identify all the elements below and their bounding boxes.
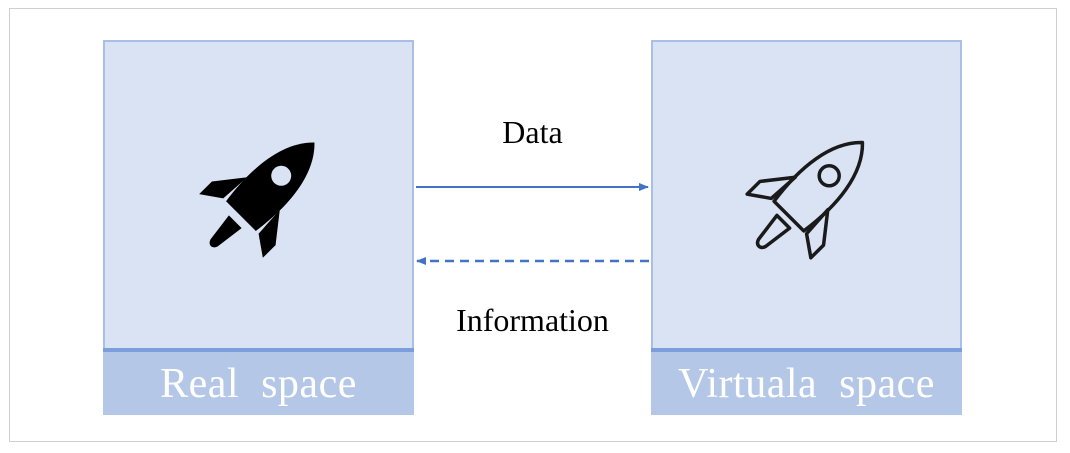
virtual-space-divider (651, 348, 962, 352)
rocket-outline-icon (723, 112, 893, 282)
virtual-space-label: Virtuala space (678, 360, 935, 407)
virtual-space-panel-body (651, 40, 962, 350)
rocket-filled-icon (175, 112, 345, 282)
data-flow-label: Data (502, 114, 563, 150)
real-space-panel: Real space (103, 40, 414, 415)
real-space-footer: Real space (103, 352, 414, 415)
real-space-panel-body (103, 40, 414, 350)
real-space-divider (103, 348, 414, 352)
virtual-space-footer: Virtuala space (651, 352, 962, 415)
real-space-label: Real space (160, 360, 357, 407)
flow-arrows (416, 183, 649, 265)
virtual-space-panel: Virtuala space (651, 40, 962, 415)
information-flow-label: Information (456, 302, 609, 338)
